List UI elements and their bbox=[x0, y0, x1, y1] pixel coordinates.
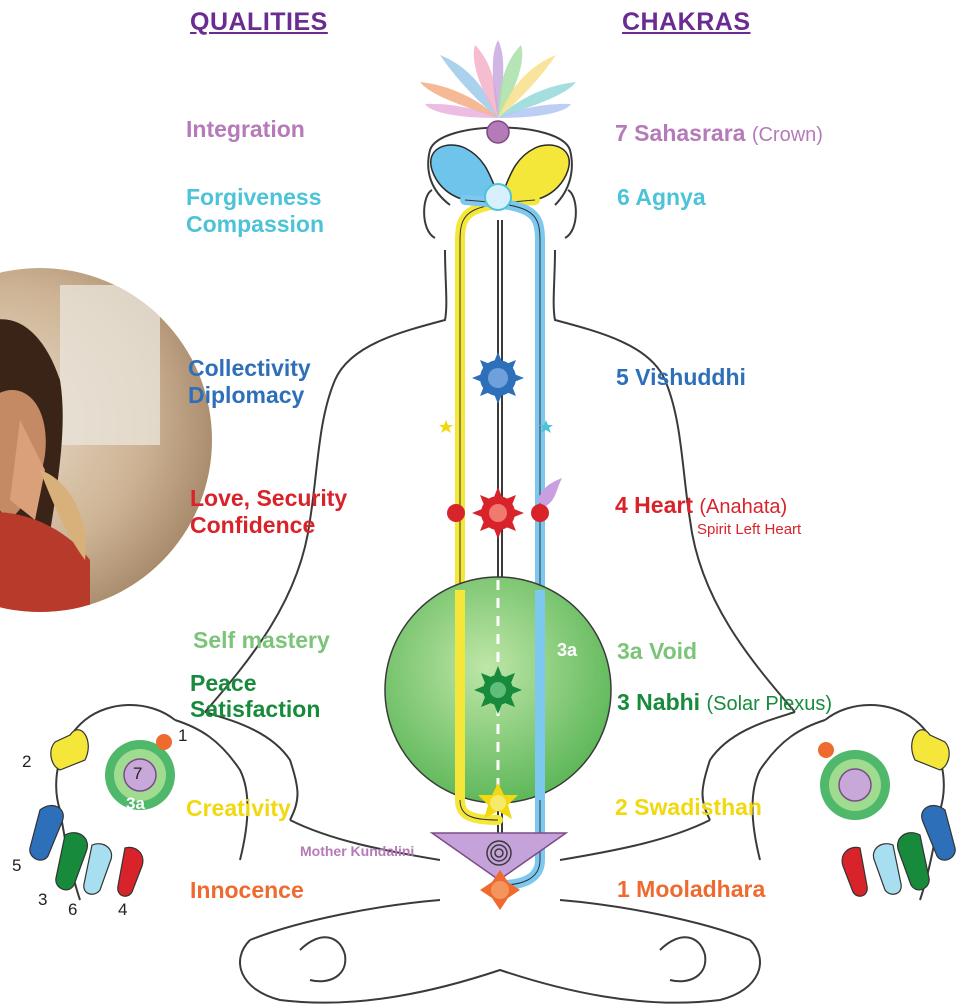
quality-collectivity: Collectivity bbox=[188, 355, 311, 381]
void-3a-label: 3a bbox=[557, 640, 577, 661]
chakra-nabhi-name: 3 Nabhi bbox=[617, 689, 700, 715]
chakra-void: 3a Void bbox=[617, 638, 697, 665]
left-star-icon bbox=[439, 420, 453, 433]
sahasrara-point bbox=[487, 121, 509, 143]
chakra-heart-name: 4 Heart bbox=[615, 492, 693, 518]
quality-innocence: Innocence bbox=[190, 877, 304, 903]
quality-integration: Integration bbox=[186, 116, 305, 142]
nabhi-chakra-icon bbox=[474, 666, 522, 714]
left-heart-dot bbox=[447, 504, 465, 522]
chakra-heart: 4 Heart (Anahata) bbox=[615, 492, 787, 519]
chakra-sahasrara-name: 7 Sahasrara bbox=[615, 120, 745, 146]
quality-peace: Peace bbox=[190, 670, 257, 696]
qualities-header: QUALITIES bbox=[190, 8, 328, 37]
quality-creativity: Creativity bbox=[186, 795, 291, 821]
quality-self-mastery: Self mastery bbox=[193, 627, 330, 653]
mooladhara-chakra-icon bbox=[480, 870, 520, 910]
finger-number-index: 2 bbox=[22, 752, 31, 772]
quality-diplomacy: Diplomacy bbox=[188, 382, 304, 408]
finger-number-little: 4 bbox=[118, 900, 127, 920]
palm-ring-number: 3a bbox=[126, 794, 145, 814]
quality-satisfaction: Satisfaction bbox=[190, 696, 320, 722]
left-channel-head bbox=[502, 145, 569, 201]
quality-love-security: Love, Security bbox=[190, 485, 347, 511]
chakra-sahasrara: 7 Sahasrara (Crown) bbox=[615, 120, 823, 147]
mother-kundalini-label: Mother Kundalini bbox=[300, 843, 414, 859]
chakra-agnya: 6 Agnya bbox=[617, 184, 706, 211]
chakras-header: CHAKRAS bbox=[622, 8, 751, 37]
quality-compassion: Compassion bbox=[186, 211, 324, 237]
chakra-nabhi-note: (Solar Plexus) bbox=[706, 693, 832, 715]
vishuddhi-chakra-icon bbox=[472, 352, 524, 404]
chakra-vishuddhi: 5 Vishuddhi bbox=[616, 364, 746, 391]
chakra-mooladhara: 1 Mooladhara bbox=[617, 876, 765, 903]
chakra-nabhi: 3 Nabhi (Solar Plexus) bbox=[617, 689, 832, 716]
heart-chakra-icon bbox=[472, 487, 524, 539]
right-hand bbox=[818, 730, 955, 896]
quality-forgiveness: Forgiveness bbox=[186, 184, 322, 210]
sahasrara-lotus bbox=[420, 40, 576, 118]
chakra-swadisthan: 2 Swadisthan bbox=[615, 794, 762, 821]
finger-number-ring-2: 6 bbox=[68, 900, 77, 920]
right-heart-dot bbox=[531, 504, 549, 522]
finger-number-thumb: 1 bbox=[178, 726, 187, 746]
finger-number-ring: 3 bbox=[38, 890, 47, 910]
quality-confidence: Confidence bbox=[190, 512, 315, 538]
left-hand bbox=[30, 730, 175, 896]
chakra-heart-note: (Anahata) bbox=[699, 496, 787, 518]
chakra-sahasrara-note: (Crown) bbox=[752, 124, 823, 146]
agnya-point bbox=[485, 184, 511, 210]
devotee-photo bbox=[0, 265, 220, 615]
finger-number-middle: 5 bbox=[12, 856, 21, 876]
palm-center-number: 7 bbox=[133, 764, 142, 784]
spirit-left-heart-label: Spirit Left Heart bbox=[697, 521, 801, 538]
